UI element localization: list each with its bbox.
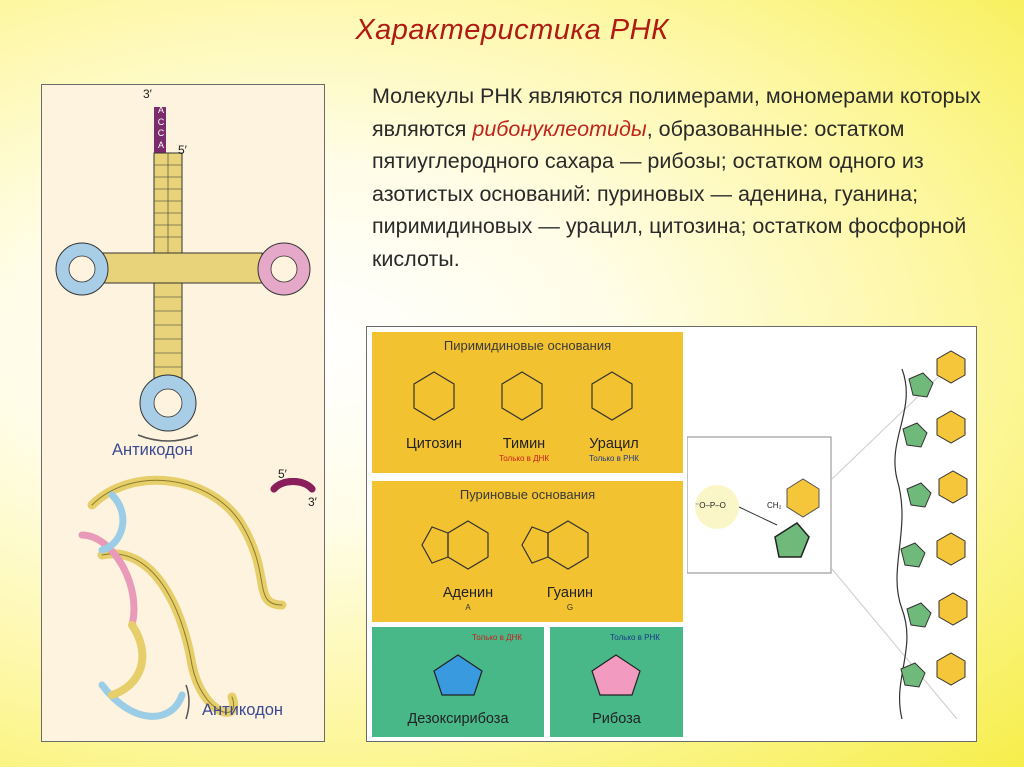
- trna-cloverleaf-illustration: [55, 107, 316, 720]
- trna-figure: 3′ 5′ A C C A Антикодон 5′ 3′ Антикодон: [41, 84, 325, 742]
- uracil-only-rna: Только в РНК: [589, 454, 639, 463]
- deoxyribose-structure: [433, 654, 483, 696]
- trna-3-prime-label: 3′: [143, 87, 152, 101]
- deoxyribose-label: Дезоксирибоза: [407, 711, 509, 727]
- cytosine-label: Цитозин: [406, 436, 462, 452]
- trna-3d-3-prime-label: 3′: [308, 495, 317, 509]
- rna-chain: [894, 350, 968, 720]
- sugar-pentagon: [774, 522, 810, 558]
- thymine-label: Тимин: [502, 436, 546, 452]
- phosphate-label: ⁻O–P–O: [695, 501, 726, 510]
- purines-header: Пуриновые основания: [459, 487, 596, 502]
- acceptor-base: A: [157, 139, 164, 150]
- body-paragraph: Молекулы РНК являются полимерами, мономе…: [372, 80, 992, 275]
- ribose-label: Рибоза: [592, 711, 641, 727]
- adenine-label: Аденин: [442, 585, 494, 601]
- body-text-highlight: рибонуклеотиды: [472, 116, 647, 141]
- trna-3d-5-prime-label: 5′: [278, 467, 287, 481]
- pyrimidines-header: Пиримидиновые основания: [443, 338, 612, 353]
- acceptor-base: C: [157, 116, 165, 127]
- adenine-letter: A: [465, 603, 471, 612]
- anticodon-brace-bottom: [185, 684, 190, 720]
- pyrimidine-structures: [413, 371, 633, 421]
- slide-title: Характеристика РНК: [355, 14, 669, 46]
- acceptor-base: C: [157, 128, 165, 138]
- anticodon-label-top: Антикодон: [112, 441, 194, 459]
- phosphate-group: [695, 485, 739, 529]
- body-text-part2: , образованные: остатком пятиуглеродного…: [372, 116, 967, 271]
- uracil-label: Урацил: [589, 436, 639, 452]
- base-hexagon: [786, 478, 820, 518]
- ribose-only-rna: Только в РНК: [610, 633, 660, 642]
- purines-box: Пуриновые основания Аденин A Гуанин G: [372, 481, 683, 622]
- nucleotide-chemistry-figure: Пиримидиновые основания Цитозин Тимин То…: [366, 326, 977, 742]
- ribose-structure: [591, 654, 641, 696]
- deoxyribose-only-dna: Только в ДНК: [472, 633, 522, 642]
- trna-3d-structure: [78, 475, 316, 720]
- acceptor-sequence: A C C A: [155, 105, 167, 151]
- ch2-label: CH₂: [767, 501, 782, 510]
- guanine-letter: G: [566, 603, 574, 612]
- anticodon-brace: [137, 434, 199, 442]
- purine-structures: [421, 520, 589, 570]
- thymine-only-dna: Только в ДНК: [499, 454, 549, 463]
- anticodon-stem: [153, 282, 183, 384]
- ribose-box: Только в РНК Рибоза: [550, 627, 683, 737]
- anticodon-label-bottom: Антикодон: [202, 701, 284, 719]
- acceptor-base: A: [157, 105, 164, 115]
- body-text-part1: Молекулы РНК являются полимерами, мономе…: [372, 84, 981, 141]
- trna-5-prime-label: 5′: [178, 143, 187, 157]
- acceptor-end: [154, 107, 166, 153]
- trna-arms: [101, 252, 263, 284]
- guanine-label: Гуанин: [546, 585, 594, 601]
- rna-chain-illustration: [687, 350, 968, 720]
- pyrimidines-box: Пиримидиновые основания Цитозин Тимин То…: [372, 332, 683, 473]
- deoxyribose-box: Только в ДНК Дезоксирибоза: [372, 627, 544, 737]
